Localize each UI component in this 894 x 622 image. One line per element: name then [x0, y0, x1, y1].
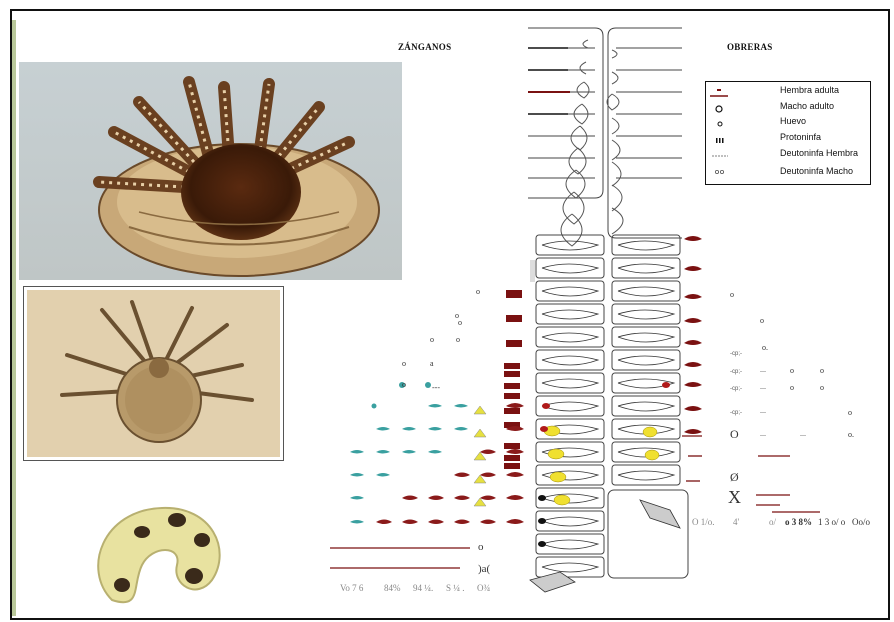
- worker-development-grid: -cp;--cp;--cp;- -cp;------- --------- oo…: [680, 225, 880, 525]
- svg-text:o: o: [430, 335, 434, 344]
- worker-footer-value: 4': [733, 517, 739, 527]
- legend-label: Hembra adulta: [780, 85, 839, 95]
- legend-item-protonymph: Protoninfa: [706, 132, 870, 148]
- svg-text:o.: o.: [762, 343, 768, 352]
- legend-item-adult-female: Hembra adulta: [706, 85, 870, 101]
- male-deutonymph-symbol-icon: [708, 166, 730, 178]
- worker-footer-value: o 3 8%: [785, 517, 812, 527]
- svg-text:o: o: [790, 366, 794, 375]
- adult-male-symbol-icon: [708, 103, 730, 115]
- svg-text:o: o: [760, 316, 764, 325]
- drone-mark: o: [478, 541, 484, 553]
- svg-text:o: o: [820, 366, 824, 375]
- svg-text:-cp;-: -cp;-: [730, 369, 742, 375]
- svg-text:---: ---: [432, 383, 440, 392]
- female-deutonymph-symbol-icon: [708, 150, 730, 162]
- legend-item-female-deutonymph: Deutoninfa Hembra: [706, 148, 870, 164]
- worker-footer-value: 1 3 o/ o: [818, 517, 845, 527]
- left-accent-bar: [12, 20, 16, 616]
- workers-heading: OBRERAS: [727, 42, 773, 52]
- worker-footer-value: O 1/o.: [692, 517, 715, 527]
- svg-text:o: o: [458, 318, 462, 327]
- drone-footer-extra: )a(: [478, 563, 490, 575]
- svg-text:-cp;-: -cp;-: [730, 386, 742, 392]
- svg-text:o: o: [402, 359, 406, 368]
- worker-slashed-o: Ø: [730, 470, 739, 485]
- legend-label: Protoninfa: [780, 132, 821, 142]
- drone-footer-value: S ¼ .: [446, 583, 465, 593]
- legend-label: Deutoninfa Hembra: [780, 148, 858, 158]
- worker-footer-value: o/: [769, 517, 776, 527]
- drone-footer-value: Vo 7 6: [340, 583, 363, 593]
- legend-box: Hembra adulta Macho adulto Huevo Protoni…: [705, 81, 871, 185]
- svg-text:o: o: [730, 290, 734, 299]
- worker-footer-value: Oo/o: [852, 517, 870, 527]
- svg-text:---: ---: [760, 410, 766, 416]
- svg-text:o: o: [456, 335, 460, 344]
- svg-text:---: ---: [760, 433, 766, 439]
- egg-symbol-icon: [708, 118, 730, 130]
- svg-text:o: o: [820, 383, 824, 392]
- legend-item-adult-male: Macho adulto: [706, 101, 870, 117]
- legend-label: Deutoninfa Macho: [780, 166, 853, 176]
- bee-larva-photo: [72, 490, 232, 616]
- svg-text:-cp;-: -cp;-: [730, 410, 742, 416]
- drone-footer-value: 84%: [384, 583, 401, 593]
- svg-text:---: ---: [760, 386, 766, 392]
- adult-female-symbol-icon: [708, 87, 730, 99]
- svg-text:-cp;-: -cp;-: [730, 351, 742, 357]
- svg-text:o.: o.: [848, 430, 854, 439]
- worker-cross: X: [728, 487, 741, 508]
- svg-text:o: o: [848, 408, 852, 417]
- svg-text:a: a: [430, 359, 434, 368]
- legend-label: Huevo: [780, 116, 806, 126]
- svg-text:o: o: [790, 383, 794, 392]
- legend-item-egg: Huevo: [706, 116, 870, 132]
- drone-footer-value: O¾: [477, 583, 490, 593]
- drone-footer-value: 94 ¼.: [413, 583, 433, 593]
- protonymph-symbol-icon: [708, 134, 730, 146]
- legend-label: Macho adulto: [780, 101, 834, 111]
- svg-text:o: o: [402, 380, 406, 389]
- svg-text:o: o: [476, 287, 480, 296]
- svg-text:---: ---: [760, 369, 766, 375]
- drones-heading: ZÁNGANOS: [398, 42, 451, 52]
- mite-microscope-photo: [24, 287, 283, 460]
- svg-text:---: ---: [800, 433, 806, 439]
- worker-big-o: O: [730, 427, 739, 442]
- legend-item-male-deutonymph: Deutoninfa Macho: [706, 166, 870, 182]
